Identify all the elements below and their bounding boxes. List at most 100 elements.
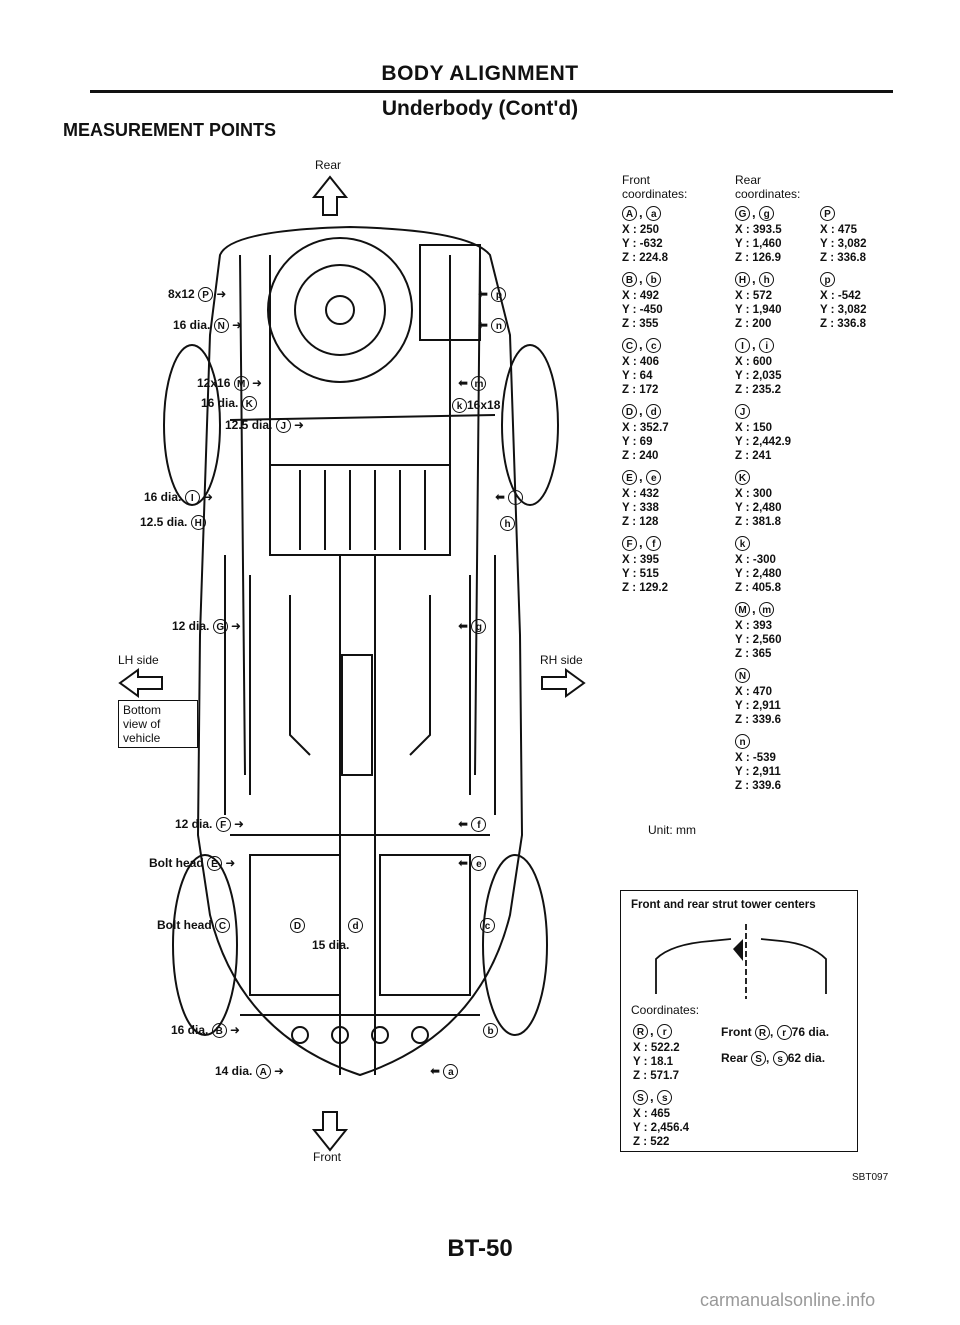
point-label: k — [735, 533, 791, 553]
callout-b-right: b — [483, 1023, 498, 1039]
coordinate-y: Y : 2,442.9 — [735, 436, 792, 448]
coordinate-x: X : 600 — [735, 356, 773, 368]
front-left-wheel — [172, 854, 238, 1036]
title-rule — [90, 90, 893, 93]
callout-m-left: 12x16 M ➜ — [197, 376, 263, 392]
callout-g-left: 12 dia. G ➜ — [172, 619, 242, 635]
body-outline — [196, 225, 524, 1077]
rear-label: Rear — [315, 158, 342, 172]
callout-h-left: 12.5 dia. H — [140, 515, 206, 531]
front-arrow-icon — [311, 1111, 349, 1152]
coordinate-z: Z : 355 — [622, 318, 659, 330]
callout-p-right: ⬅ p — [478, 287, 507, 303]
coordinate-x: X : 393 — [735, 620, 773, 632]
coordinate-y: Y : 2,480 — [735, 568, 782, 580]
callout-d-size: 15 dia. — [312, 938, 350, 952]
coordinate-y: Y : -450 — [622, 304, 663, 316]
coordinate-y: Y : 515 — [622, 568, 659, 580]
coordinate-x: X : 395 — [622, 554, 660, 566]
coordinate-x: X : -542 — [820, 290, 861, 302]
coordinate-z: Z : 172 — [622, 384, 659, 396]
callout-i-left: 16 dia. I ➜ — [144, 490, 214, 506]
coordinate-y: Y : 2,035 — [735, 370, 782, 382]
bottom-view-line-3: vehicle — [123, 731, 161, 745]
coordinate-y: Y : 2,560 — [735, 634, 782, 646]
coordinate-z: Z : 129.2 — [622, 582, 669, 594]
strut-tower-diagram — [655, 924, 827, 999]
coordinate-z: Z : 126.9 — [735, 252, 782, 264]
point-label: P — [820, 203, 866, 223]
point-label: D, d — [622, 401, 669, 421]
strut-box-title: Front and rear strut tower centers — [631, 899, 816, 911]
muffler — [341, 654, 373, 776]
coordinate-x: X : -300 — [735, 554, 776, 566]
page-title: BODY ALIGNMENT — [381, 62, 579, 85]
coordinate-y: Y : 2,480 — [735, 502, 782, 514]
coordinate-y: Y : 2,911 — [735, 766, 781, 778]
section-heading: MEASUREMENT POINTS — [63, 120, 277, 140]
point-label: E, e — [622, 467, 669, 487]
vehicle-underbody-diagram — [163, 225, 559, 1077]
coordinate-z: Z : 365 — [735, 648, 772, 660]
point-label: F, f — [622, 533, 669, 553]
strut-r-block: R, r X : 522.2 Y : 18.1 Z : 571.7 — [633, 1023, 680, 1082]
point-label: A, a — [622, 203, 669, 223]
callout-d-upper: D — [290, 918, 305, 934]
callout-j-left: 12.5 dia. J ➜ — [225, 418, 305, 434]
coordinate-z: Z : 235.2 — [735, 384, 782, 396]
coordinate-z: Z : 128 — [622, 516, 659, 528]
rear-coordinates-header: Rear coordinates: — [735, 173, 801, 201]
coordinate-z: Z : 336.8 — [820, 252, 867, 264]
callout-c-left: Bolt head C — [157, 918, 231, 934]
front-right-wheel — [482, 854, 548, 1036]
coordinate-x: X : 300 — [735, 488, 773, 500]
point-label: J — [735, 401, 791, 421]
coordinate-z: Z : 224.8 — [622, 252, 669, 264]
point-label: B, b — [622, 269, 669, 289]
callout-f-left: 12 dia. F ➜ — [175, 817, 245, 833]
strut-s-block: S, s X : 465 Y : 2,456.4 Z : 522 — [633, 1089, 690, 1148]
point-label: H, h — [735, 269, 791, 289]
callout-d-right: d — [348, 918, 363, 934]
callout-e-right: ⬅ e — [458, 856, 487, 872]
coordinate-x: X : 475 — [820, 224, 858, 236]
coordinate-z: Z : 405.8 — [735, 582, 782, 594]
unit-label: Unit: mm — [648, 823, 696, 837]
coordinate-x: X : 470 — [735, 686, 773, 698]
rear-left-wheel — [163, 344, 221, 506]
strut-tower-box: Front and rear strut tower centers Coord… — [620, 890, 858, 1152]
coordinate-x: X : 150 — [735, 422, 773, 434]
callout-i-right: ⬅ i — [495, 490, 524, 506]
coordinate-y: Y : -632 — [622, 238, 663, 250]
bottom-view-box: Bottom view of vehicle — [118, 700, 198, 748]
spare-tire-well — [267, 237, 413, 383]
coordinate-x: X : 393.5 — [735, 224, 782, 236]
page-subtitle: Underbody (Cont'd) — [381, 97, 579, 120]
rh-side-label: RH side — [540, 653, 583, 667]
coordinate-x: X : 406 — [622, 356, 660, 368]
coordinate-z: Z : 200 — [735, 318, 772, 330]
callout-a-right: ⬅ a — [430, 1064, 459, 1080]
transmission — [379, 854, 471, 996]
callout-k-left: 16 dia. K — [201, 396, 257, 412]
coordinate-x: X : 250 — [622, 224, 660, 236]
coordinate-x: X : -539 — [735, 752, 776, 764]
coordinate-x: X : 432 — [622, 488, 660, 500]
coordinate-y: Y : 1,940 — [735, 304, 782, 316]
